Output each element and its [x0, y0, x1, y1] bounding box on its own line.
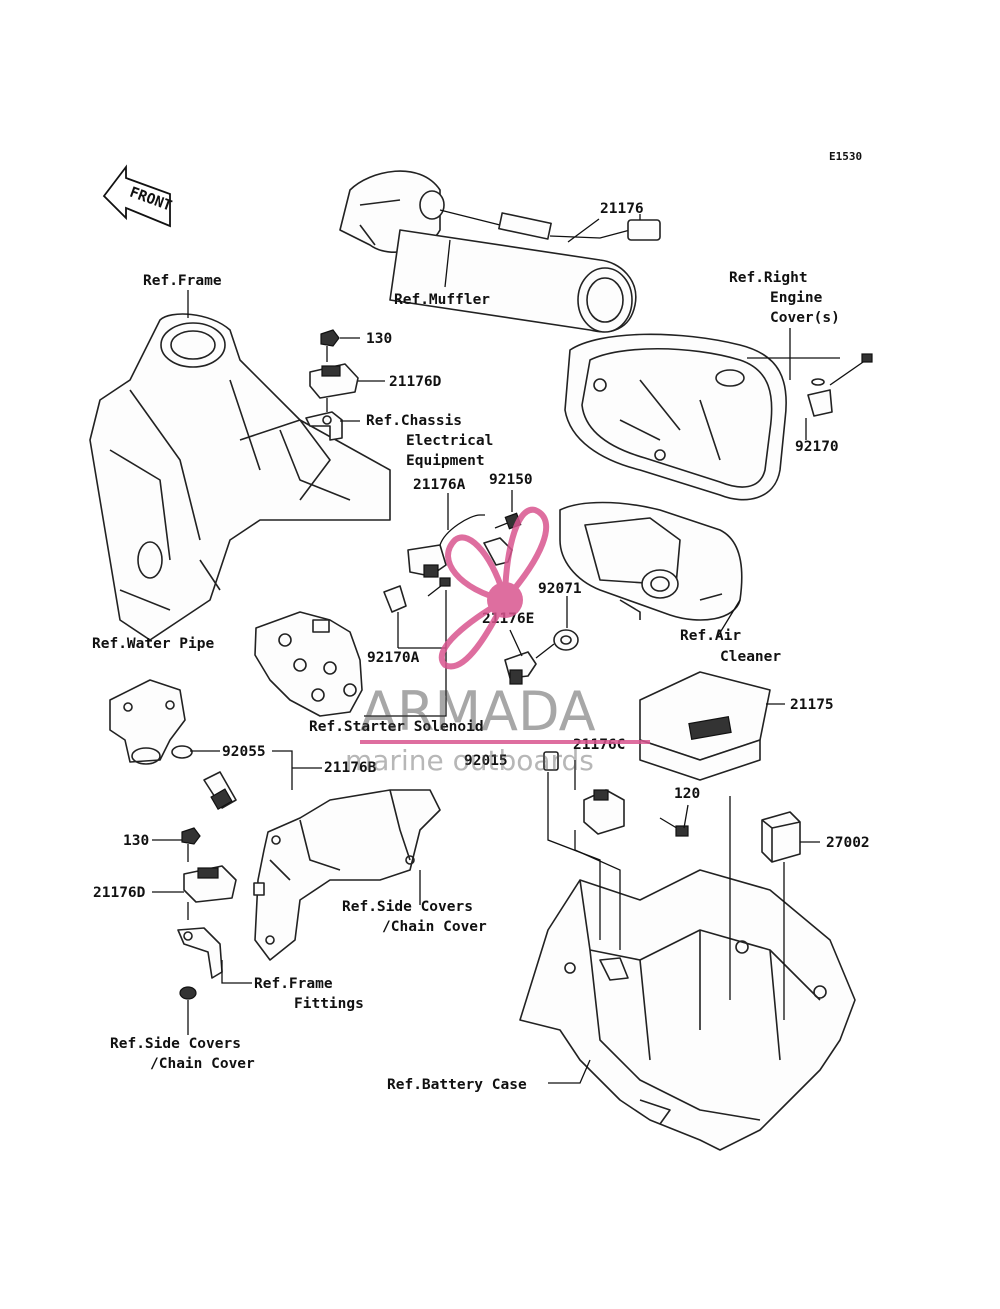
callout-ref-chassis-3: Equipment [406, 453, 485, 469]
leader-lines [152, 218, 840, 1084]
callout-ref-air-cleaner-1: Ref.Air [680, 628, 741, 644]
callout-ref-side-covers-2b: /Chain Cover [150, 1056, 255, 1072]
callout-27002: 27002 [826, 835, 870, 851]
watermark-underline [360, 740, 650, 744]
ecu-21175-part [639, 671, 771, 781]
sensor-21176E [504, 629, 579, 685]
callout-92055: 92055 [222, 744, 266, 760]
callout-21176D-top: 21176D [389, 374, 442, 390]
callout-ref-water-pipe: Ref.Water Pipe [92, 636, 214, 652]
frame-fittings-part [253, 789, 441, 961]
starter-sensor-assembly [383, 512, 522, 613]
callout-ref-side-covers-1b: /Chain Cover [382, 919, 487, 935]
starter-solenoid-part [254, 611, 363, 717]
callout-21176D-bottom: 21176D [93, 885, 146, 901]
right-engine-cover-part [564, 333, 787, 501]
front-arrow-icon: FRONT [102, 164, 174, 228]
callout-120: 120 [674, 786, 700, 802]
sensor-21176D-top [305, 329, 359, 441]
callout-ref-frame-fittings-1: Ref.Frame [254, 976, 333, 992]
callout-21176A: 21176A [413, 477, 466, 493]
callout-ref-air-cleaner-2: Cleaner [720, 649, 781, 665]
armada-watermark: ARMADA marine outboards [345, 506, 650, 777]
callout-21176B: 21176B [324, 760, 377, 776]
callout-92150: 92150 [489, 472, 533, 488]
callout-ref-right-engine-cover-1: Ref.Right [729, 270, 808, 286]
callout-21175: 21175 [790, 697, 834, 713]
bolt-92170 [807, 353, 873, 417]
frame-part [89, 313, 391, 641]
sensor-21176D-bottom [177, 827, 237, 1000]
callout-ref-starter-solenoid: Ref.Starter Solenoid [309, 719, 484, 735]
sensor-21176B [203, 771, 237, 811]
callout-ref-battery-case: Ref.Battery Case [387, 1077, 527, 1093]
sensor-21176 [439, 209, 661, 241]
callout-ref-frame-fittings-2: Fittings [294, 996, 364, 1012]
muffler-part [339, 170, 637, 333]
relay-27002-part [761, 811, 801, 863]
callout-130-top: 130 [366, 331, 392, 347]
callout-ref-side-covers-1a: Ref.Side Covers [342, 899, 473, 915]
callout-92015: 92015 [464, 753, 508, 769]
callout-92071: 92071 [538, 581, 582, 597]
callout-ref-muffler: Ref.Muffler [394, 292, 490, 308]
water-pipe-part [109, 679, 193, 765]
callout-ref-right-engine-cover-2: Engine [770, 290, 823, 306]
sensor-21176C [543, 751, 689, 837]
battery-case-part [519, 869, 856, 1151]
callout-ref-chassis-1: Ref.Chassis [366, 413, 462, 429]
callout-ref-chassis-2: Electrical [406, 433, 493, 449]
figure-code: E1530 [829, 150, 862, 163]
callout-92170: 92170 [795, 439, 839, 455]
watermark-brand: ARMADA [360, 680, 596, 743]
air-cleaner-part [559, 501, 743, 621]
callout-ref-side-covers-2a: Ref.Side Covers [110, 1036, 241, 1052]
callout-92170A: 92170A [367, 650, 420, 666]
callout-130-bottom: 130 [123, 833, 149, 849]
watermark-tagline: marine outboards [345, 744, 594, 777]
callout-ref-right-engine-cover-3: Cover(s) [770, 310, 840, 326]
callout-21176: 21176 [600, 201, 644, 217]
propeller-logo-icon [438, 506, 550, 670]
callout-ref-frame: Ref.Frame [143, 273, 222, 289]
